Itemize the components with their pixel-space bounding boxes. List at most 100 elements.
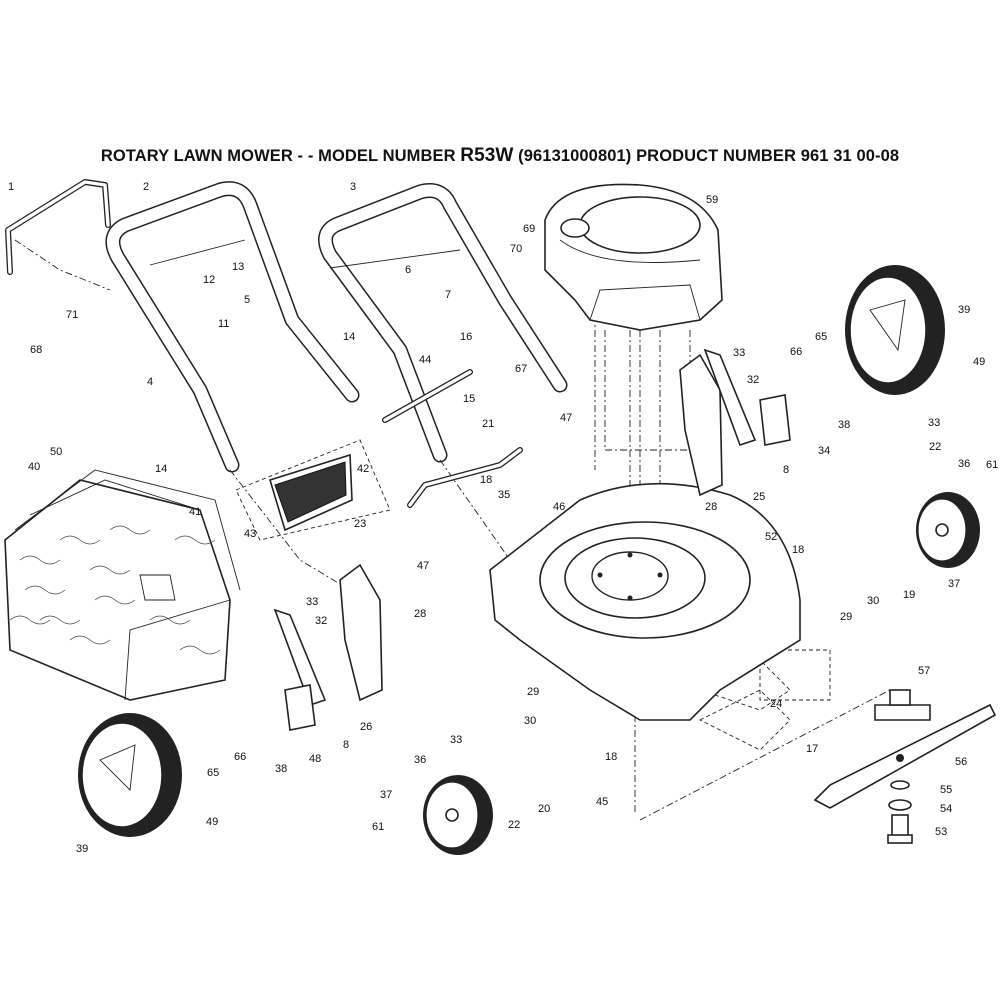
part-height-bracket-right bbox=[679, 348, 791, 497]
diagram-title: ROTARY LAWN MOWER - - MODEL NUMBER R53W … bbox=[0, 145, 1000, 167]
callout-label: 67 bbox=[515, 363, 527, 375]
callout-label: 3 bbox=[350, 181, 356, 193]
callout-label: 26 bbox=[360, 721, 372, 733]
callout-label: 70 bbox=[510, 243, 522, 255]
callout-label: 21 bbox=[482, 418, 494, 430]
callout-label: 38 bbox=[838, 419, 850, 431]
callout-label: 22 bbox=[929, 441, 941, 453]
callout-label: 15 bbox=[463, 393, 475, 405]
callout-label: 54 bbox=[940, 803, 952, 815]
callout-label: 5 bbox=[244, 294, 250, 306]
callout-label: 47 bbox=[560, 412, 572, 424]
callout-label: 22 bbox=[508, 819, 520, 831]
callout-label: 28 bbox=[414, 608, 426, 620]
callout-label: 45 bbox=[596, 796, 608, 808]
callout-label: 4 bbox=[147, 376, 153, 388]
part-blade-adapter bbox=[874, 689, 931, 721]
callout-label: 6 bbox=[405, 264, 411, 276]
callout-label: 71 bbox=[66, 309, 78, 321]
callout-label: 40 bbox=[28, 461, 40, 473]
callout-label: 33 bbox=[450, 734, 462, 746]
callout-label: 8 bbox=[783, 464, 789, 476]
title-prefix: ROTARY LAWN MOWER - - MODEL NUMBER bbox=[100, 147, 461, 165]
callout-label: 32 bbox=[315, 615, 327, 627]
callout-label: 19 bbox=[903, 589, 915, 601]
callout-label: 32 bbox=[747, 374, 759, 386]
part-grass-catcher bbox=[4, 469, 241, 701]
callout-label: 61 bbox=[372, 821, 384, 833]
callout-label: 52 bbox=[765, 531, 777, 543]
title-model-number: R53W bbox=[460, 145, 514, 166]
callout-label: 55 bbox=[940, 784, 952, 796]
part-front-wheel-left bbox=[423, 775, 493, 855]
callout-label: 39 bbox=[76, 843, 88, 855]
callout-label: 11 bbox=[218, 318, 229, 330]
callout-label: 24 bbox=[770, 698, 782, 710]
title-suffix: (96131000801) PRODUCT NUMBER 961 31 00-0… bbox=[513, 147, 900, 165]
callout-label: 53 bbox=[935, 826, 947, 838]
callout-label: 48 bbox=[309, 753, 321, 765]
callout-label: 42 bbox=[357, 463, 369, 475]
callout-label: 16 bbox=[460, 331, 472, 343]
callout-label: 66 bbox=[234, 751, 246, 763]
callout-label: 14 bbox=[155, 463, 167, 475]
callout-label: 49 bbox=[206, 816, 218, 828]
callout-label: 2 bbox=[143, 181, 149, 193]
callout-label: 8 bbox=[343, 739, 349, 751]
part-callouts: 1 2 3 4 5 5 6 7 8 8 11 12 13 14 14 15 16… bbox=[8, 181, 998, 855]
callout-label: 17 bbox=[806, 743, 818, 755]
callout-label: 12 bbox=[203, 274, 215, 286]
part-bail-rod bbox=[5, 179, 111, 291]
part-blade bbox=[813, 703, 997, 809]
callout-label: 57 bbox=[918, 665, 930, 677]
callout-label: 49 bbox=[973, 356, 985, 368]
callout-label: 30 bbox=[867, 595, 879, 607]
callout-label: 7 bbox=[445, 289, 451, 301]
bracket-outline-17c bbox=[759, 649, 831, 701]
part-rear-wheel-right bbox=[845, 265, 945, 395]
callout-label: 66 bbox=[790, 346, 802, 358]
part-rear-flap bbox=[235, 439, 391, 541]
callout-label: 34 bbox=[818, 445, 830, 457]
callout-label: 20 bbox=[538, 803, 550, 815]
callout-label: 18 bbox=[480, 474, 492, 486]
callout-label: 41 bbox=[189, 506, 201, 518]
handle-mount-line-left bbox=[229, 469, 351, 591]
callout-label: 69 bbox=[523, 223, 535, 235]
callout-label: 50 bbox=[50, 446, 62, 458]
callout-label: 1 bbox=[8, 181, 14, 193]
handle-mount-line-right bbox=[439, 459, 511, 561]
callout-label: 33 bbox=[928, 417, 940, 429]
callout-label: 43 bbox=[244, 528, 256, 540]
blade-axis-line bbox=[639, 689, 891, 821]
callout-label: 65 bbox=[815, 331, 827, 343]
callout-label: 36 bbox=[958, 458, 970, 470]
callout-label: 35 bbox=[498, 489, 510, 501]
part-height-bracket-left bbox=[273, 563, 383, 731]
callout-label: 13 bbox=[232, 261, 244, 273]
callout-label: 25 bbox=[753, 491, 765, 503]
part-blade-hardware bbox=[887, 780, 913, 844]
part-front-wheel-right bbox=[916, 492, 980, 568]
callout-label: 23 bbox=[354, 518, 366, 530]
callout-label: 18 bbox=[792, 544, 804, 556]
part-mower-deck bbox=[489, 482, 801, 721]
callout-label: 29 bbox=[840, 611, 852, 623]
callout-label: 39 bbox=[958, 304, 970, 316]
callout-label: 14 bbox=[343, 331, 355, 343]
callout-label: 36 bbox=[414, 754, 426, 766]
callout-label: 33 bbox=[733, 347, 745, 359]
part-front-axle-rod bbox=[407, 447, 523, 508]
bracket-outline-17b bbox=[698, 689, 791, 751]
part-rear-wheel-left bbox=[78, 713, 182, 837]
part-upper-handle bbox=[105, 181, 360, 473]
callout-label: 65 bbox=[207, 767, 219, 779]
callout-label: 61 bbox=[986, 459, 998, 471]
part-rear-axle bbox=[382, 369, 473, 423]
callout-label: 18 bbox=[605, 751, 617, 763]
part-lower-handle bbox=[318, 183, 568, 463]
callout-label: 59 bbox=[706, 194, 718, 206]
callout-label: 38 bbox=[275, 763, 287, 775]
callout-label: 37 bbox=[380, 789, 392, 801]
